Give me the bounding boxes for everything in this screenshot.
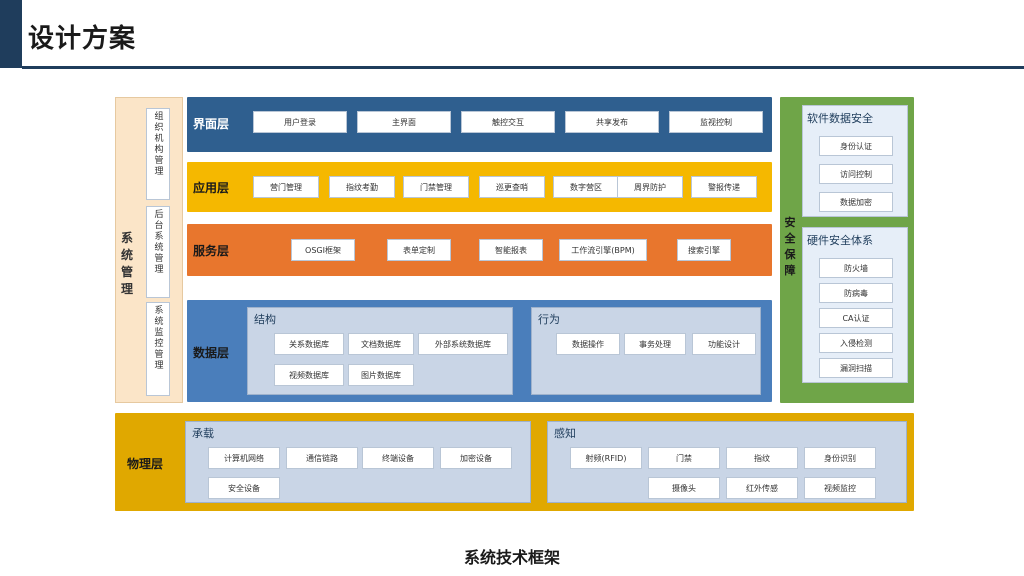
physical-perception-item: 身份识别 xyxy=(804,447,876,469)
title-rule xyxy=(22,66,1024,69)
app-item: 数字营区 xyxy=(553,176,619,198)
physical-perception-item: 门禁 xyxy=(648,447,720,469)
software-security-panel: 软件数据安全 身份认证 访问控制 数据加密 xyxy=(802,105,908,217)
physical-perception-panel: 感知 射频(RFID) 门禁 指纹 身份识别 摄像头 红外传感 视频监控 xyxy=(547,421,907,503)
physical-layer: 物理层 承载 计算机网络 通信链路 终端设备 加密设备 安全设备 感知 射频(R… xyxy=(115,413,914,511)
app-item: 指纹考勤 xyxy=(329,176,395,198)
data-structure-panel: 结构 关系数据库 文档数据库 外部系统数据库 视频数据库 图片数据库 xyxy=(247,307,513,395)
data-layer-label: 数据层 xyxy=(193,346,230,360)
ui-item: 共享发布 xyxy=(565,111,659,133)
hardware-security-item: 漏洞扫描 xyxy=(819,358,893,378)
physical-carrier-item: 安全设备 xyxy=(208,477,280,499)
ui-item: 主界面 xyxy=(357,111,451,133)
physical-perception-item: 视频监控 xyxy=(804,477,876,499)
mgmt-item-backend-label: 后台系统管理 xyxy=(154,210,164,275)
system-mgmt-panel: 系统管理 组织机构管理 后台系统管理 系统监控管理 xyxy=(115,97,183,403)
mgmt-item-monitor-label: 系统监控管理 xyxy=(154,306,164,371)
physical-carrier-item: 计算机网络 xyxy=(208,447,280,469)
app-item: 门禁管理 xyxy=(403,176,469,198)
mgmt-item-backend: 后台系统管理 xyxy=(146,206,170,298)
data-structure-item: 图片数据库 xyxy=(348,364,414,386)
mgmt-item-org-label: 组织机构管理 xyxy=(154,112,164,177)
app-layer-label: 应用层 xyxy=(193,181,230,195)
physical-perception-label: 感知 xyxy=(554,427,576,440)
hardware-security-item: CA认证 xyxy=(819,308,893,328)
physical-layer-label: 物理层 xyxy=(127,457,164,471)
service-item: 表单定制 xyxy=(387,239,451,261)
app-item: 周界防护 xyxy=(617,176,683,198)
physical-carrier-panel: 承载 计算机网络 通信链路 终端设备 加密设备 安全设备 xyxy=(185,421,531,503)
mgmt-item-org: 组织机构管理 xyxy=(146,108,170,200)
data-behavior-label: 行为 xyxy=(538,313,560,326)
ui-item: 监视控制 xyxy=(669,111,763,133)
data-layer: 数据层 结构 关系数据库 文档数据库 外部系统数据库 视频数据库 图片数据库 行… xyxy=(187,300,772,402)
physical-carrier-item: 终端设备 xyxy=(362,447,434,469)
hardware-security-item: 入侵检测 xyxy=(819,333,893,353)
software-security-label: 软件数据安全 xyxy=(807,112,873,125)
title-accent xyxy=(0,0,22,68)
service-item: 智能报表 xyxy=(479,239,543,261)
data-behavior-item: 数据操作 xyxy=(556,333,620,355)
app-item: 营门管理 xyxy=(253,176,319,198)
system-mgmt-label: 系统管理 xyxy=(120,231,133,296)
data-behavior-panel: 行为 数据操作 事务处理 功能设计 xyxy=(531,307,761,395)
app-layer: 应用层 营门管理 指纹考勤 门禁管理 巡更查哨 数字营区 周界防护 警报传递 xyxy=(187,162,772,212)
physical-perception-item: 指纹 xyxy=(726,447,798,469)
physical-carrier-item: 加密设备 xyxy=(440,447,512,469)
ui-layer-label: 界面层 xyxy=(193,117,230,131)
hardware-security-panel: 硬件安全体系 防火墙 防病毒 CA认证 入侵检测 漏洞扫描 xyxy=(802,227,908,383)
service-layer: 服务层 OSGI框架 表单定制 智能报表 工作流引擎(BPM) 搜索引擎 xyxy=(187,224,772,276)
app-item: 巡更查哨 xyxy=(479,176,545,198)
data-structure-label: 结构 xyxy=(254,313,276,326)
physical-carrier-item: 通信链路 xyxy=(286,447,358,469)
software-security-item: 访问控制 xyxy=(819,164,893,184)
data-structure-item: 外部系统数据库 xyxy=(418,333,508,355)
figure-caption: 系统技术框架 xyxy=(463,548,560,567)
service-layer-label: 服务层 xyxy=(193,244,230,258)
page-title: 设计方案 xyxy=(28,24,137,54)
software-security-item: 身份认证 xyxy=(819,136,893,156)
data-behavior-item: 事务处理 xyxy=(624,333,686,355)
title-bar: 设计方案 xyxy=(0,0,1024,69)
security-label: 安全保障 xyxy=(784,216,796,277)
hardware-security-item: 防病毒 xyxy=(819,283,893,303)
physical-perception-item: 红外传感 xyxy=(726,477,798,499)
physical-perception-item: 摄像头 xyxy=(648,477,720,499)
security-panel: 安全保障 软件数据安全 身份认证 访问控制 数据加密 硬件安全体系 防火墙 防病… xyxy=(780,97,914,403)
service-item: 工作流引擎(BPM) xyxy=(559,239,647,261)
ui-layer: 界面层 用户登录 主界面 触控交互 共享发布 监视控制 xyxy=(187,97,772,152)
data-structure-item: 文档数据库 xyxy=(348,333,414,355)
data-behavior-item: 功能设计 xyxy=(692,333,756,355)
app-item: 警报传递 xyxy=(691,176,757,198)
service-item: 搜索引擎 xyxy=(677,239,731,261)
data-structure-item: 关系数据库 xyxy=(274,333,344,355)
mgmt-item-monitor: 系统监控管理 xyxy=(146,302,170,396)
hardware-security-label: 硬件安全体系 xyxy=(807,234,873,247)
physical-perception-item: 射频(RFID) xyxy=(570,447,642,469)
service-item: OSGI框架 xyxy=(291,239,355,261)
software-security-item: 数据加密 xyxy=(819,192,893,212)
data-structure-item: 视频数据库 xyxy=(274,364,344,386)
ui-item: 用户登录 xyxy=(253,111,347,133)
physical-carrier-label: 承载 xyxy=(192,427,214,440)
ui-item: 触控交互 xyxy=(461,111,555,133)
hardware-security-item: 防火墙 xyxy=(819,258,893,278)
